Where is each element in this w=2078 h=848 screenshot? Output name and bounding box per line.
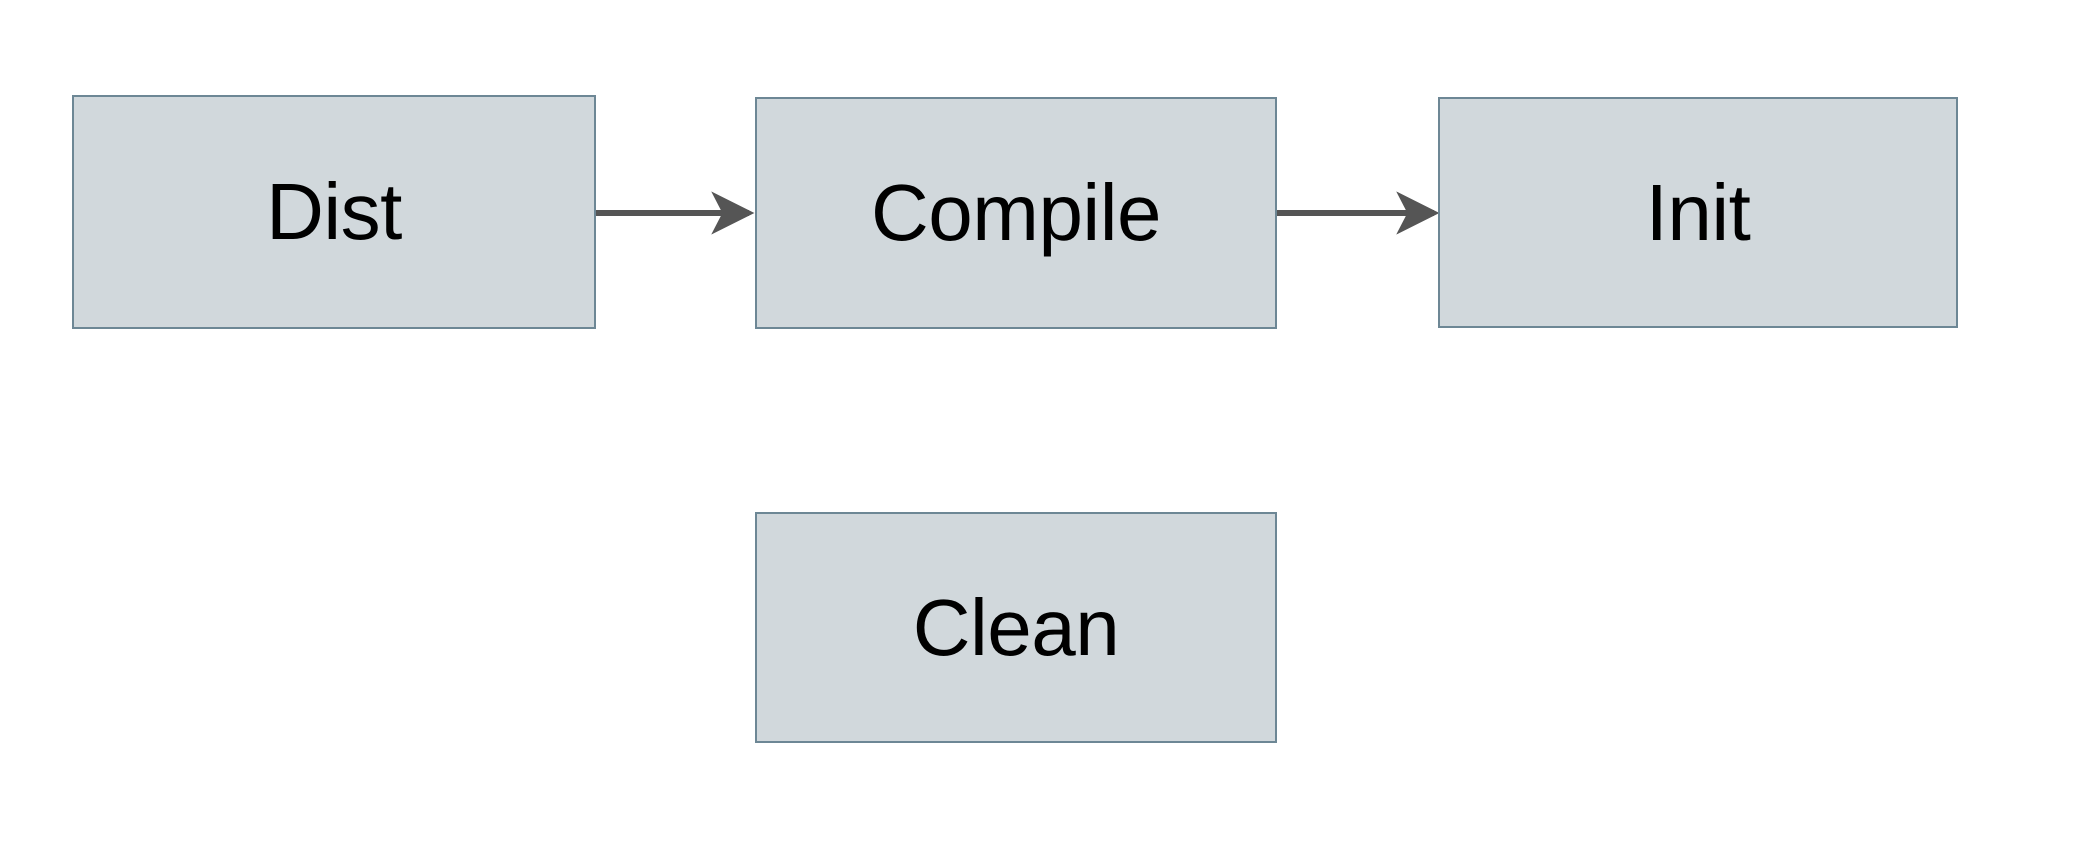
node-init-label: Init (1645, 167, 1751, 257)
node-compile[interactable]: Compile (755, 97, 1277, 329)
node-clean[interactable]: Clean (755, 512, 1277, 743)
node-init[interactable]: Init (1438, 97, 1958, 328)
node-dist-label: Dist (266, 167, 402, 256)
node-clean-label: Clean (912, 582, 1120, 672)
node-dist[interactable]: Dist (72, 95, 596, 329)
node-compile-label: Compile (871, 168, 1161, 257)
